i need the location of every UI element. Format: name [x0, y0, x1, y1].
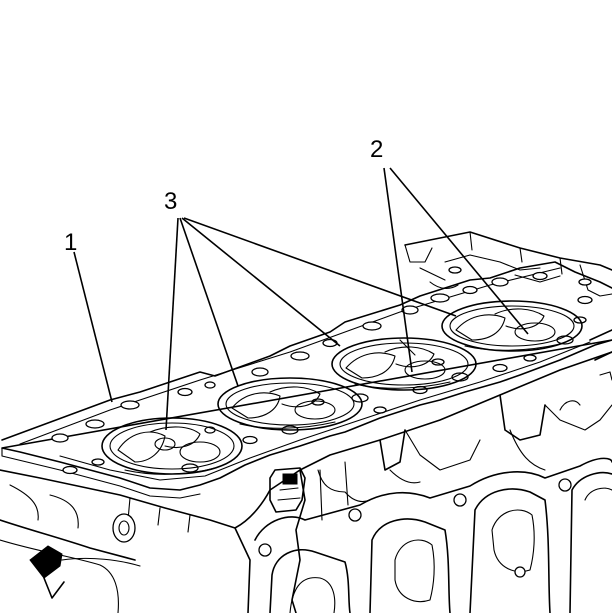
leader-line-3d [183, 217, 457, 317]
engine-block [0, 351, 612, 613]
cylinder-bore-1 [101, 417, 243, 475]
callout-2: 2 [370, 136, 383, 163]
leader-line-3b [179, 217, 239, 387]
callout-labels: 1 2 3 [64, 136, 383, 256]
cylinder-bore-2 [217, 377, 363, 431]
gasket-holes [51, 271, 593, 475]
cylinder-bore-4 [441, 300, 583, 352]
head-rear-edge [404, 231, 612, 297]
leader-line-3c [181, 217, 341, 347]
leader-line-3a [165, 217, 179, 431]
cylinder-bore-3 [331, 337, 477, 391]
block-ribs [379, 329, 612, 484]
leader-lines [73, 167, 529, 431]
sensor-plug [29, 545, 141, 599]
leader-line-2b [389, 167, 529, 335]
gasket-dowel [269, 467, 371, 513]
intake-flange [254, 457, 612, 613]
block-bolt-boss [112, 513, 136, 543]
callout-3: 3 [164, 188, 177, 215]
head-gasket [1, 261, 612, 499]
leader-line-1 [73, 251, 113, 403]
leader-line-2a [383, 167, 413, 373]
callout-1: 1 [64, 229, 77, 256]
